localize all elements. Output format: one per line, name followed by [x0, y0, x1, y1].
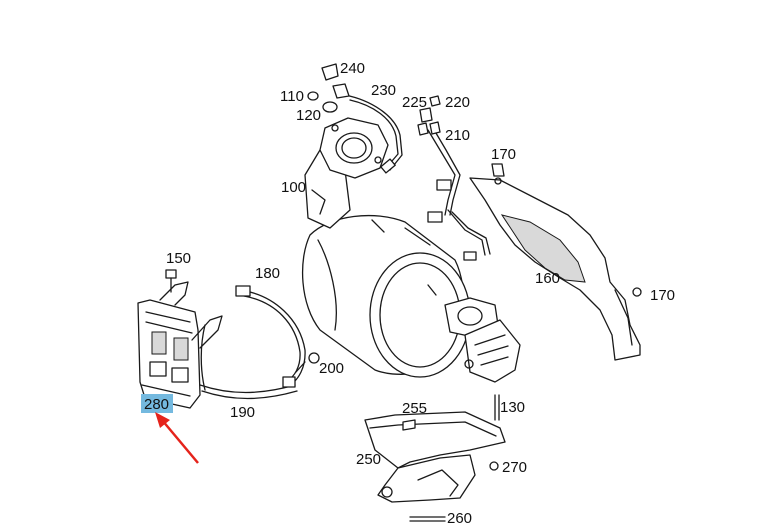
lower-support-bracket	[364, 394, 506, 522]
outlet-flange	[444, 297, 521, 383]
heat-shield	[469, 163, 642, 361]
label-220: 220	[445, 94, 470, 111]
label-250: 250	[356, 451, 381, 468]
label-225: 225	[402, 94, 427, 111]
inlet-flange	[304, 117, 389, 229]
label-260: 260	[447, 510, 472, 527]
label-160: 160	[535, 270, 560, 287]
label-170-top: 170	[491, 146, 516, 163]
label-150: 150	[166, 250, 191, 267]
mounting-bracket-plate	[137, 269, 223, 409]
label-280: 280	[144, 396, 169, 413]
filter-canister	[302, 214, 471, 378]
small-fittings	[307, 63, 441, 136]
part-280-highlight	[141, 394, 173, 413]
callout-arrow	[155, 412, 199, 464]
label-200: 200	[319, 360, 344, 377]
strap-clamps	[199, 285, 320, 400]
label-240: 240	[340, 60, 365, 77]
label-255: 255	[402, 400, 427, 417]
label-210: 210	[445, 127, 470, 144]
sensor-pipes	[344, 94, 491, 261]
label-110: 110	[280, 88, 304, 105]
label-270: 270	[502, 459, 527, 476]
label-170-right: 170	[650, 287, 675, 304]
label-230: 230	[371, 82, 396, 99]
label-180: 180	[255, 265, 280, 282]
label-130: 130	[500, 399, 525, 416]
label-190: 190	[230, 404, 255, 421]
label-100: 100	[281, 179, 306, 196]
label-120: 120	[296, 107, 321, 124]
